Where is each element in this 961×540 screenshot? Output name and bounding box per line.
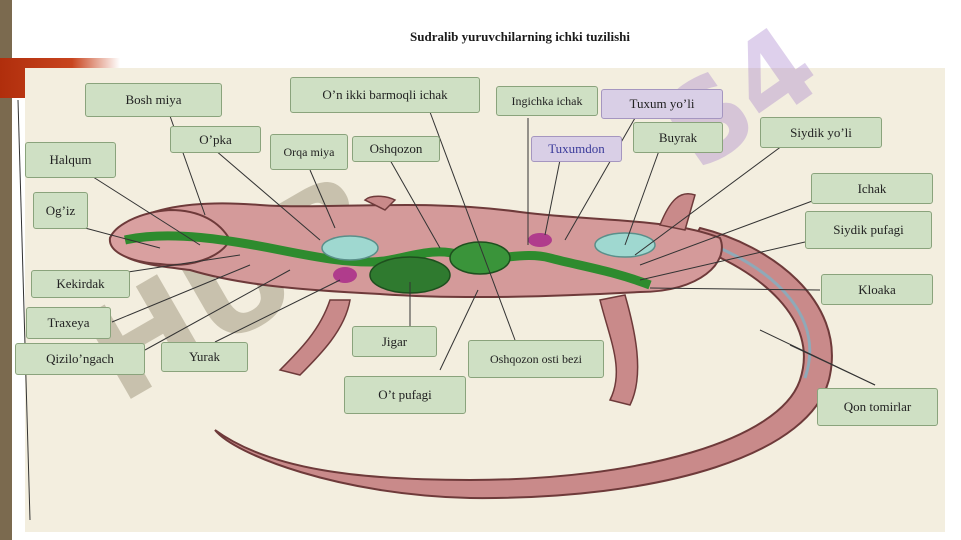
ovary-shape — [528, 233, 552, 247]
leader-lines — [17, 99, 876, 521]
slide-title: Sudralib yuruvchilarning ichki tuzilishi — [410, 29, 630, 44]
label-orqa-miya: Orqa miya — [270, 134, 348, 170]
hind-leg-left — [599, 294, 639, 406]
intestine-shape — [449, 241, 511, 275]
label-ot-pufagi: O’t pufagi — [344, 376, 466, 414]
label-halqum: Halqum — [25, 142, 116, 178]
front-leg-left — [278, 299, 351, 376]
label-traxeya: Traxeya — [26, 307, 111, 339]
left-decor-stripe — [0, 0, 12, 540]
lung-shape — [321, 235, 379, 261]
label-bosh-miya: Bosh miya — [85, 83, 222, 117]
label-kekirdak: Kekirdak — [31, 270, 130, 298]
label-oshqozon-osti-bezi: Oshqozon osti bezi — [468, 340, 604, 378]
label-ingichka-ichak: Ingichka ichak — [496, 86, 598, 116]
label-buyrak: Buyrak — [633, 122, 723, 153]
label-jigar: Jigar — [352, 326, 437, 357]
label-qon-tomirlar: Qon tomirlar — [817, 388, 938, 426]
front-leg-right — [363, 195, 397, 211]
label-onikki-barmoqli-ichak: O’n ikki barmoqli ichak — [290, 77, 480, 113]
label-ichak: Ichak — [811, 173, 933, 204]
hind-leg-right — [658, 193, 696, 231]
label-oshqozon: Oshqozon — [352, 136, 440, 162]
label-siydik-pufagi: Siydik pufagi — [805, 211, 932, 249]
label-tuxumdon: Tuxumdon — [531, 136, 622, 162]
label-kloaka: Kloaka — [821, 274, 933, 305]
label-siydik-yoli: Siydik yo’li — [760, 117, 882, 148]
lizard-tail — [214, 226, 833, 500]
heart-shape — [333, 267, 357, 283]
label-og-iz: Og’iz — [33, 192, 88, 229]
label-qizilongach: Qizilo’ngach — [15, 343, 145, 375]
label-yurak: Yurak — [161, 342, 248, 372]
label-tuxum-yoli: Tuxum yo’li — [601, 89, 723, 119]
label-opka: O’pka — [170, 126, 261, 153]
